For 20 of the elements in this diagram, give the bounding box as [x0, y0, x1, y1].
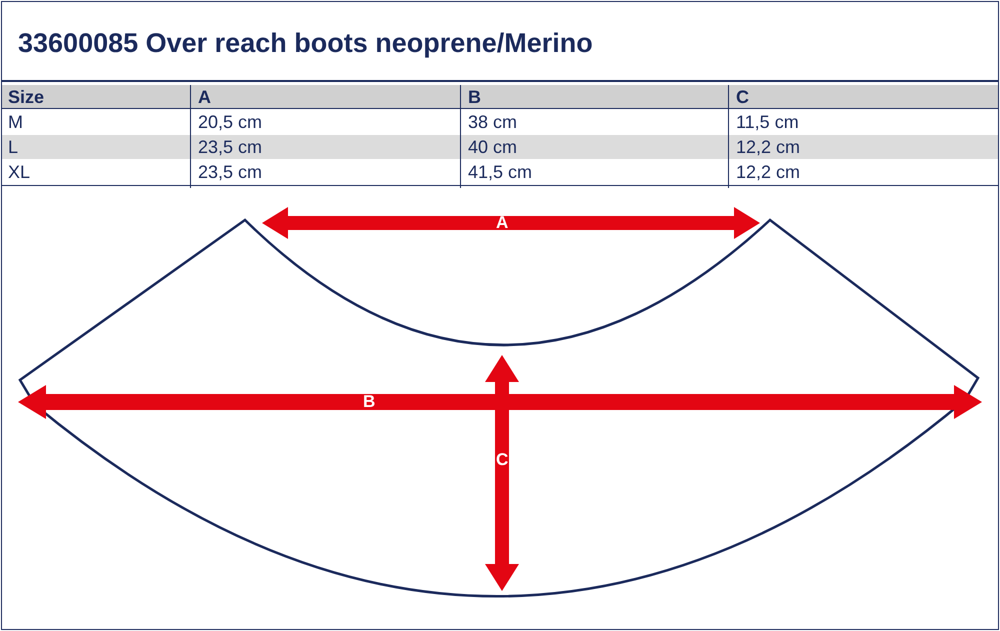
table-cell-text: 20,5 cm — [197, 111, 264, 134]
table-cell-text: 12,2 cm — [735, 161, 802, 184]
table-cell-text: L — [7, 136, 20, 159]
column-header: C — [735, 86, 750, 109]
table-cell-text: M — [7, 111, 24, 134]
table-cell-text: 41,5 cm — [467, 161, 534, 184]
dimension-label: C — [496, 450, 508, 470]
table-cell-text: 11,5 cm — [735, 111, 800, 134]
dimension-label: B — [363, 392, 376, 412]
table-cell-text: XL — [7, 161, 32, 184]
table-cell-text: 38 cm — [467, 111, 518, 134]
title: 33600085 Over reach boots neoprene/Merino — [18, 28, 593, 59]
dimension-label: A — [496, 213, 508, 233]
column-header: B — [467, 86, 482, 109]
table-cell-text: 23,5 cm — [197, 161, 264, 184]
table-cell-text: 40 cm — [467, 136, 518, 159]
table-cell-text: 23,5 cm — [197, 136, 264, 159]
column-header: Size — [7, 86, 46, 109]
table-cell-text: 12,2 cm — [735, 136, 802, 159]
column-header: A — [197, 86, 212, 109]
